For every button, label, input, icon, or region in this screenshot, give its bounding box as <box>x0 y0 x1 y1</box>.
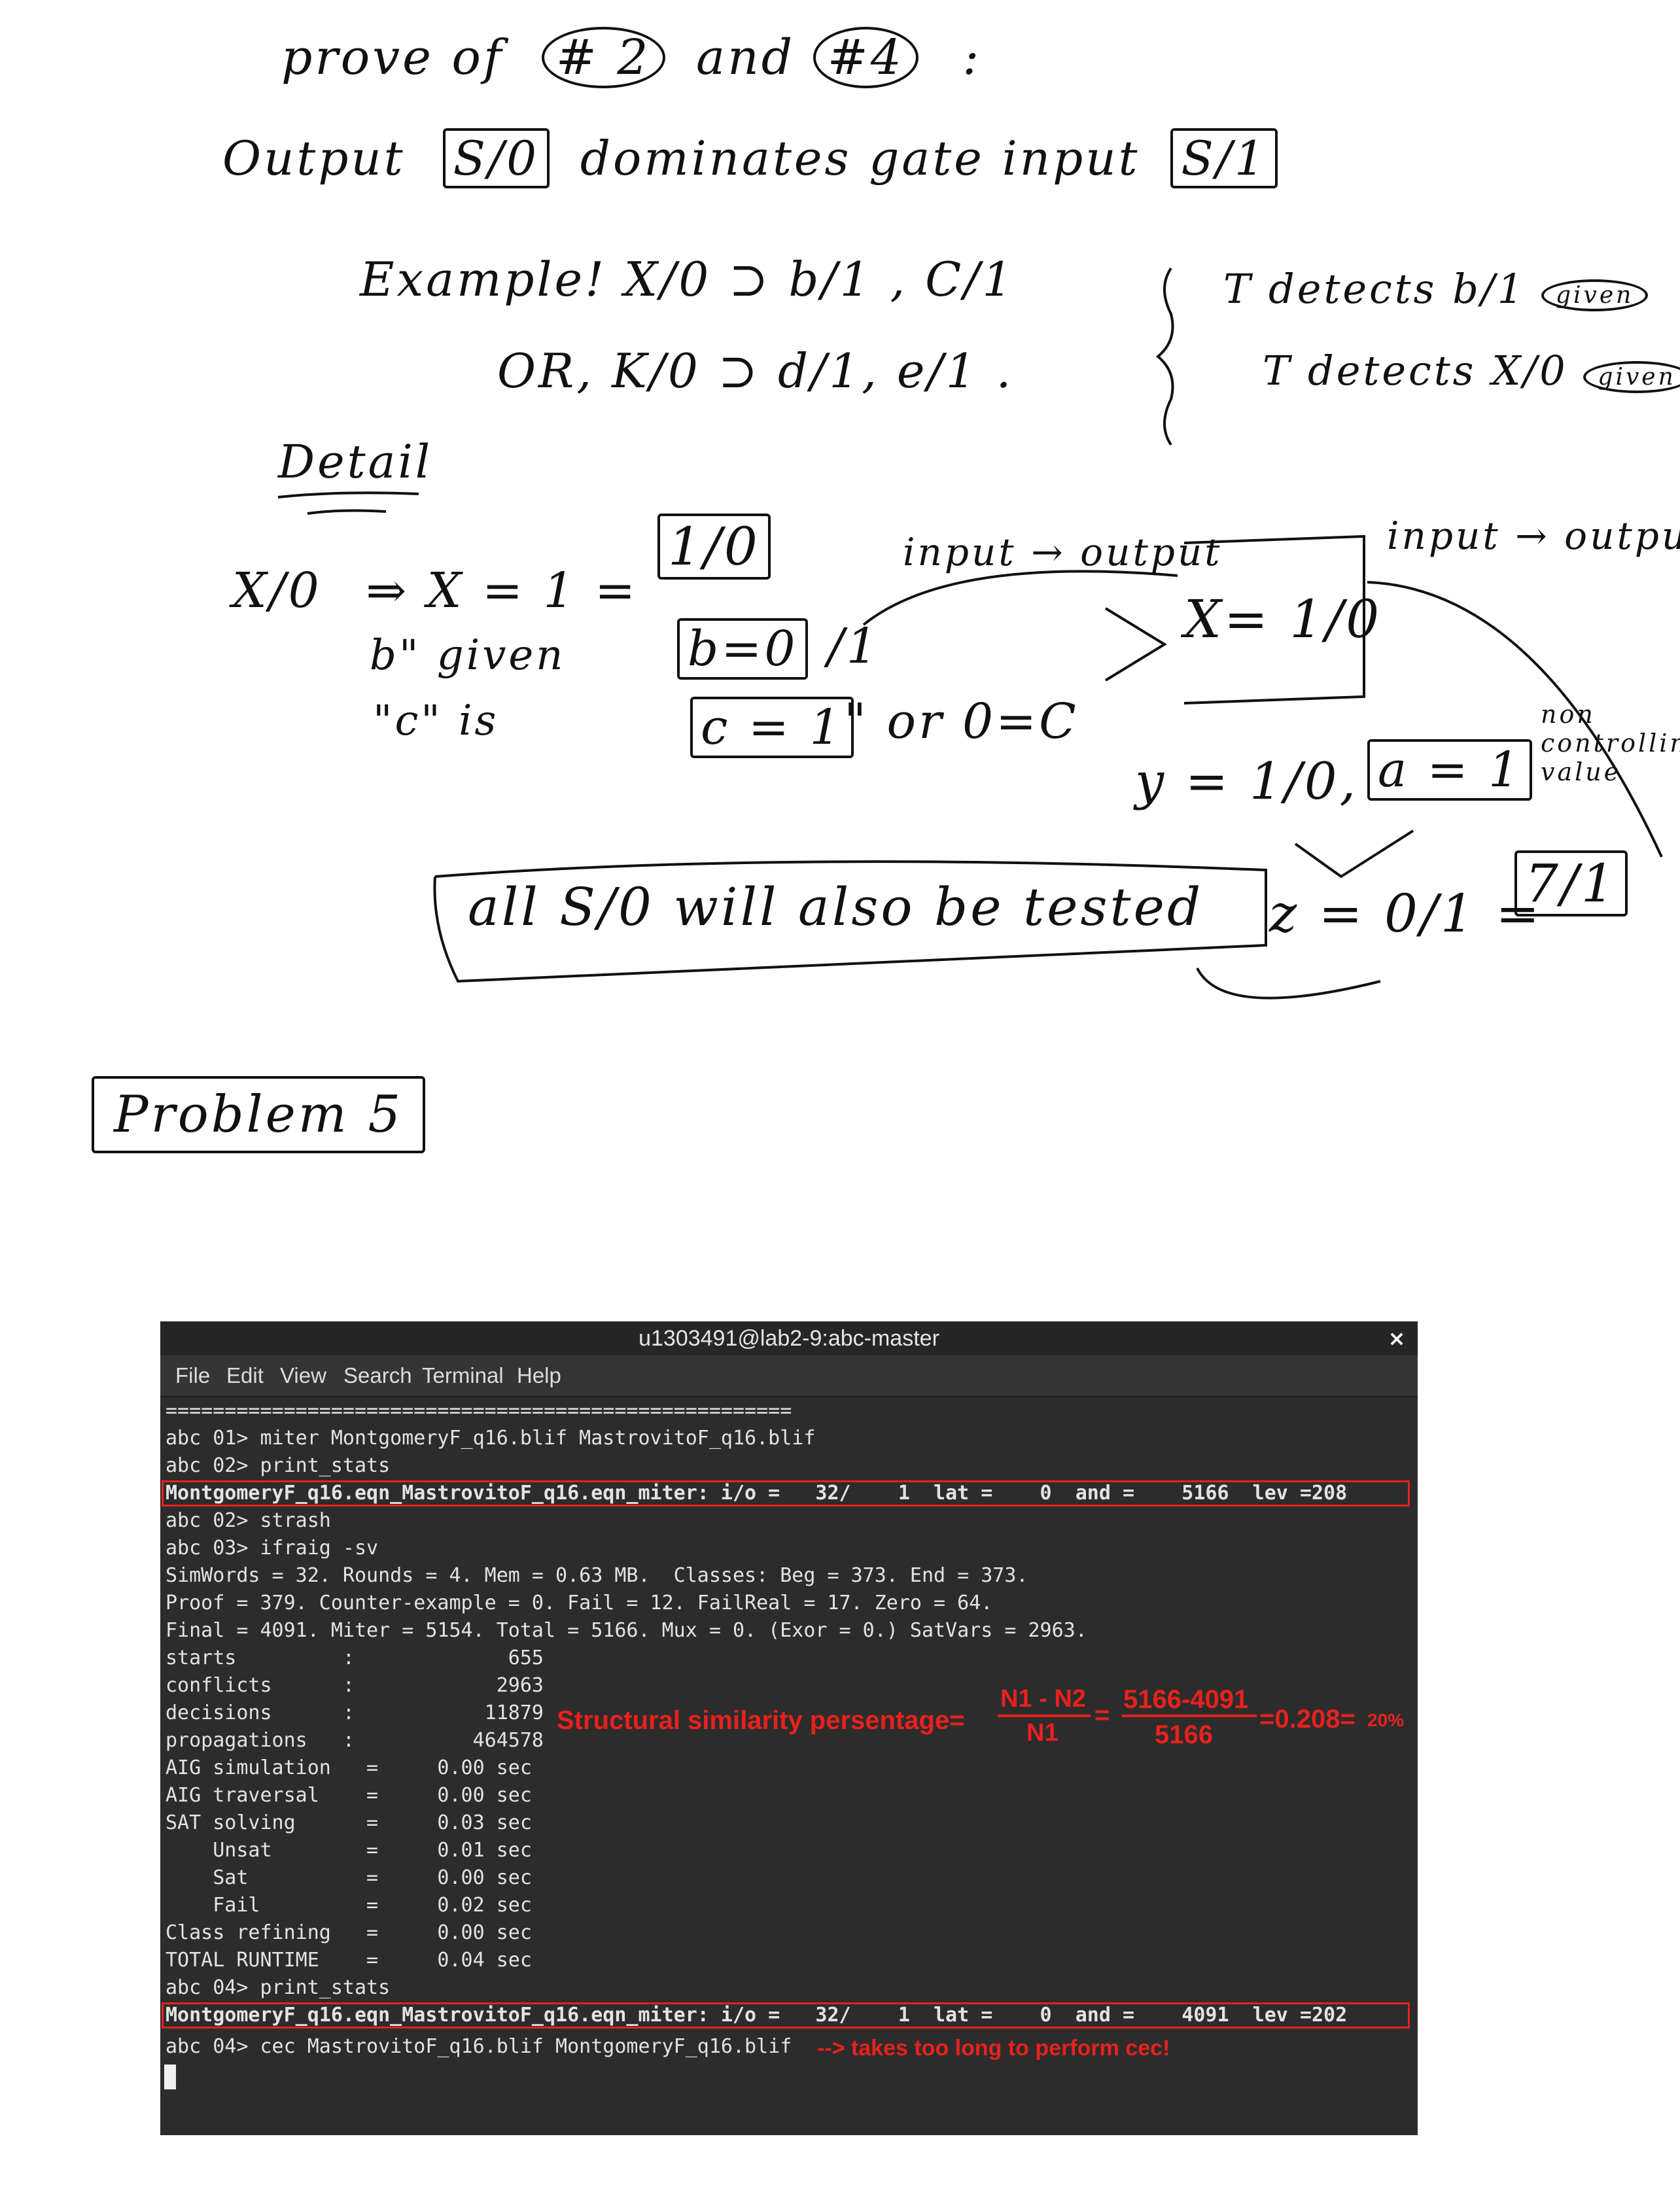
terminal-line: SAT solving = 0.03 sec <box>166 1811 532 1834</box>
note-problem: Problem 5 <box>92 1076 426 1153</box>
terminal-menubar: File Edit View Search Terminal Help <box>160 1355 1418 1397</box>
note-d1-box: 1/0 <box>657 514 771 580</box>
note-d1-lhs: X/0 <box>232 563 322 619</box>
terminal-line-stats-1: MontgomeryF_q16.eqn_MastrovitoF_q16.eqn_… <box>166 1482 1348 1505</box>
terminal-line: ========================================… <box>166 1399 792 1422</box>
menu-edit[interactable]: Edit <box>226 1363 264 1387</box>
annotation-num2: 5166-4091 <box>1123 1685 1249 1714</box>
terminal-line: propagations : 464578 <box>166 1729 544 1752</box>
handwritten-notes: prove of # 2 and #4 : Output S/0 dominat… <box>92 27 1680 1153</box>
terminal-output[interactable]: ========================================… <box>160 1397 1418 2135</box>
note-line3-detects: T detects b/1 <box>1223 265 1526 313</box>
note-d4-all: all S/0 will also be tested <box>468 877 1204 937</box>
note-line4-detects: T detects X/0 <box>1263 347 1568 394</box>
note-line2-mid: dominates gate input <box>580 131 1140 186</box>
terminal-line: Proof = 379. Counter-example = 0. Fail =… <box>166 1592 993 1614</box>
terminal-line: SimWords = 32. Rounds = 4. Mem = 0.63 MB… <box>166 1564 1028 1587</box>
terminal-line: Fail = 0.02 sec <box>166 1894 532 1917</box>
menu-terminal[interactable]: Terminal <box>422 1363 504 1387</box>
terminal-window: u1303491@lab2-9:abc-master × File Edit V… <box>160 1321 1418 2135</box>
note-detail: Detail <box>278 435 433 489</box>
terminal-line: Final = 4091. Miter = 5154. Total = 5166… <box>166 1619 1087 1642</box>
terminal-cursor <box>164 2065 176 2089</box>
terminal-line: Class refining = 0.00 sec <box>166 1921 532 1944</box>
note-d4-zbox: 7/1 <box>1514 850 1628 916</box>
note-d3-y: y = 1/0, <box>1135 752 1359 811</box>
menu-view[interactable]: View <box>280 1363 326 1387</box>
note-line2-box2: S/1 <box>1170 128 1278 188</box>
terminal-titlebar: u1303491@lab2-9:abc-master × <box>160 1321 1418 1355</box>
note-line3-example: Example! X/0 ⊃ b/1 , C/1 <box>360 252 1015 307</box>
note-d2-mid: " or 0=C <box>844 693 1079 750</box>
note-line3-right: T detects b/1 given <box>1223 265 1649 313</box>
note-d3-c: "c" is <box>373 697 499 745</box>
terminal-line: abc 02> print_stats <box>166 1454 391 1477</box>
note-line4-or: OR, K/0 ⊃ d/1, e/1 . <box>497 343 1014 398</box>
close-icon[interactable]: × <box>1388 1326 1406 1351</box>
terminal-line: AIG simulation = 0.00 sec <box>166 1756 532 1779</box>
annotation-cec-note: --> takes too long to perform cec! <box>817 2036 1170 2061</box>
note-line3-given: given <box>1541 279 1649 311</box>
menu-file[interactable]: File <box>175 1363 211 1387</box>
note-d2: b" given <box>370 631 565 680</box>
annotation-label: Structural similarity persentage= <box>557 1706 965 1735</box>
note-d1-arrow: ⇒ X = 1 = <box>366 563 639 619</box>
annotation-eq: = <box>1094 1701 1110 1730</box>
terminal-line: AIG traversal = 0.00 sec <box>166 1784 532 1807</box>
note-line2-box1: S/0 <box>442 128 550 188</box>
note-line3: Example! X/0 ⊃ b/1 , C/1 <box>360 252 1015 307</box>
terminal-line: abc 03> ifraig -sv <box>166 1537 379 1560</box>
terminal-line: Sat = 0.00 sec <box>166 1866 532 1889</box>
note-line1-prefix: prove of <box>281 29 504 86</box>
terminal-line: starts : 655 <box>166 1647 544 1669</box>
terminal-line: decisions : 11879 <box>166 1701 544 1724</box>
note-d3-nonctrl: non controlling value <box>1541 700 1680 786</box>
annotation-den1: N1 <box>1026 1719 1059 1747</box>
terminal-line: Unsat = 0.01 sec <box>166 1839 532 1862</box>
note-d1-note2: input → output <box>1387 514 1680 558</box>
annotation-result: =0.208= <box>1259 1705 1356 1734</box>
annotation-fraction-line-1 <box>998 1715 1091 1717</box>
note-line4: OR, K/0 ⊃ d/1, e/1 . <box>497 343 1013 398</box>
terminal-line: abc 04> print_stats <box>166 1976 391 1999</box>
stats-highlight-box <box>162 1480 1410 1507</box>
note-d2-gate: X= 1/0 <box>1184 589 1382 650</box>
note-d1-note1: input → output <box>903 530 1223 574</box>
note-d4-z: z = 0/1 = <box>1269 883 1543 944</box>
note-line2: Output S/0 dominates gate input S/1 <box>222 128 1278 188</box>
note-line1: prove of # 2 and #4 : <box>281 27 982 88</box>
note-d2-slash: /1 <box>828 618 881 674</box>
note-line1-and: and <box>696 29 796 86</box>
terminal-title: u1303491@lab2-9:abc-master <box>639 1326 939 1351</box>
note-line4-given: given <box>1583 361 1680 393</box>
notes-strokes <box>277 267 1663 1000</box>
terminal-line: abc 01> miter MontgomeryF_q16.blif Mastr… <box>166 1427 816 1450</box>
note-d1: X/0 ⇒ X = 1 = <box>232 563 638 619</box>
note-d2-b: b" given <box>370 631 566 680</box>
terminal-line-stats-2: MontgomeryF_q16.eqn_MastrovitoF_q16.eqn_… <box>166 2004 1348 2027</box>
note-d3-box: c = 1 <box>690 697 854 758</box>
note-line4-right: T detects X/0 given <box>1263 347 1680 394</box>
terminal-line: conflicts : 2963 <box>166 1674 544 1697</box>
note-d2-box: b=0 <box>677 618 809 680</box>
terminal-line: abc 02> strash <box>166 1509 331 1532</box>
note-line2-output: Output <box>222 131 406 186</box>
annotation-percent: 20% <box>1367 1710 1405 1730</box>
note-line1-n2: #4 <box>813 27 919 88</box>
note-line1-n1: # 2 <box>541 27 665 88</box>
terminal-line: abc 04> cec MastrovitoF_q16.blif Montgom… <box>166 2035 792 2058</box>
annotation-num1: N1 - N2 <box>1000 1685 1086 1713</box>
note-d3-abox: a = 1 <box>1367 739 1533 801</box>
menu-help[interactable]: Help <box>517 1363 561 1387</box>
terminal-line: TOTAL RUNTIME = 0.04 sec <box>166 1949 532 1972</box>
stats-highlight-box <box>162 2002 1410 2029</box>
annotation-fraction-line-2 <box>1122 1715 1257 1717</box>
menu-search[interactable]: Search <box>343 1363 412 1387</box>
annotation-den2: 5166 <box>1155 1720 1213 1749</box>
note-line1-colon: : <box>962 29 982 86</box>
note-d3: "c" is <box>373 697 499 745</box>
